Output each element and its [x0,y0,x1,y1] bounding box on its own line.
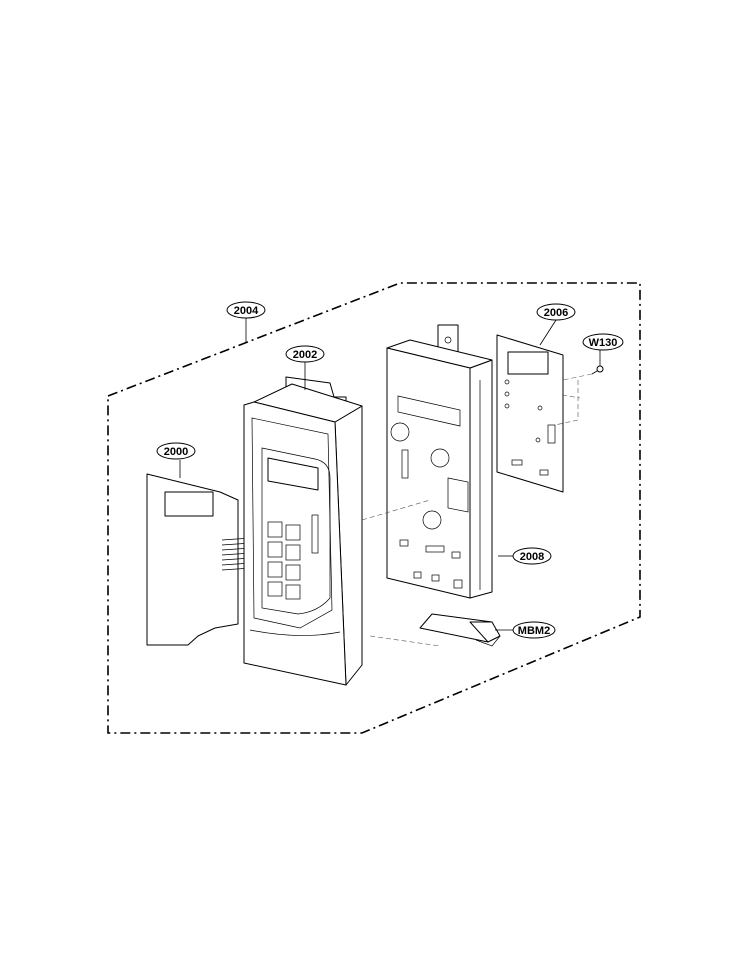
callout-2002: 2002 [285,345,325,363]
callout-2000-label: 2000 [164,446,188,458]
callout-2008: 2008 [512,547,552,565]
assembly-line-2 [369,635,441,647]
assembly-line-1 [361,499,431,521]
callout-2004-label: 2004 [234,305,259,317]
callout-W130-label: W130 [589,337,618,349]
callout-MBM2-label: MBM2 [518,625,550,637]
part-W130-screw [591,365,604,375]
callout-2006-label: 2006 [544,307,568,319]
assembly-line-4 [554,380,579,426]
callout-2006: 2006 [536,303,576,321]
assembly-line-5 [561,394,581,399]
callout-2004: 2004 [226,301,266,319]
part-2006-pcb-board [496,334,564,493]
leader-2006 [539,319,557,346]
assembly-line-3 [562,373,593,381]
callout-2002-label: 2002 [293,349,317,361]
part-MBM2-bracket [419,613,501,647]
callout-MBM2: MBM2 [512,621,556,639]
callout-2008-label: 2008 [520,551,544,563]
part-2002-control-housing [243,376,363,686]
part-2008-pcb-frame [386,324,493,599]
callout-2000: 2000 [156,442,196,460]
assembly-boundary [107,282,641,734]
callout-W130: W130 [582,333,624,351]
